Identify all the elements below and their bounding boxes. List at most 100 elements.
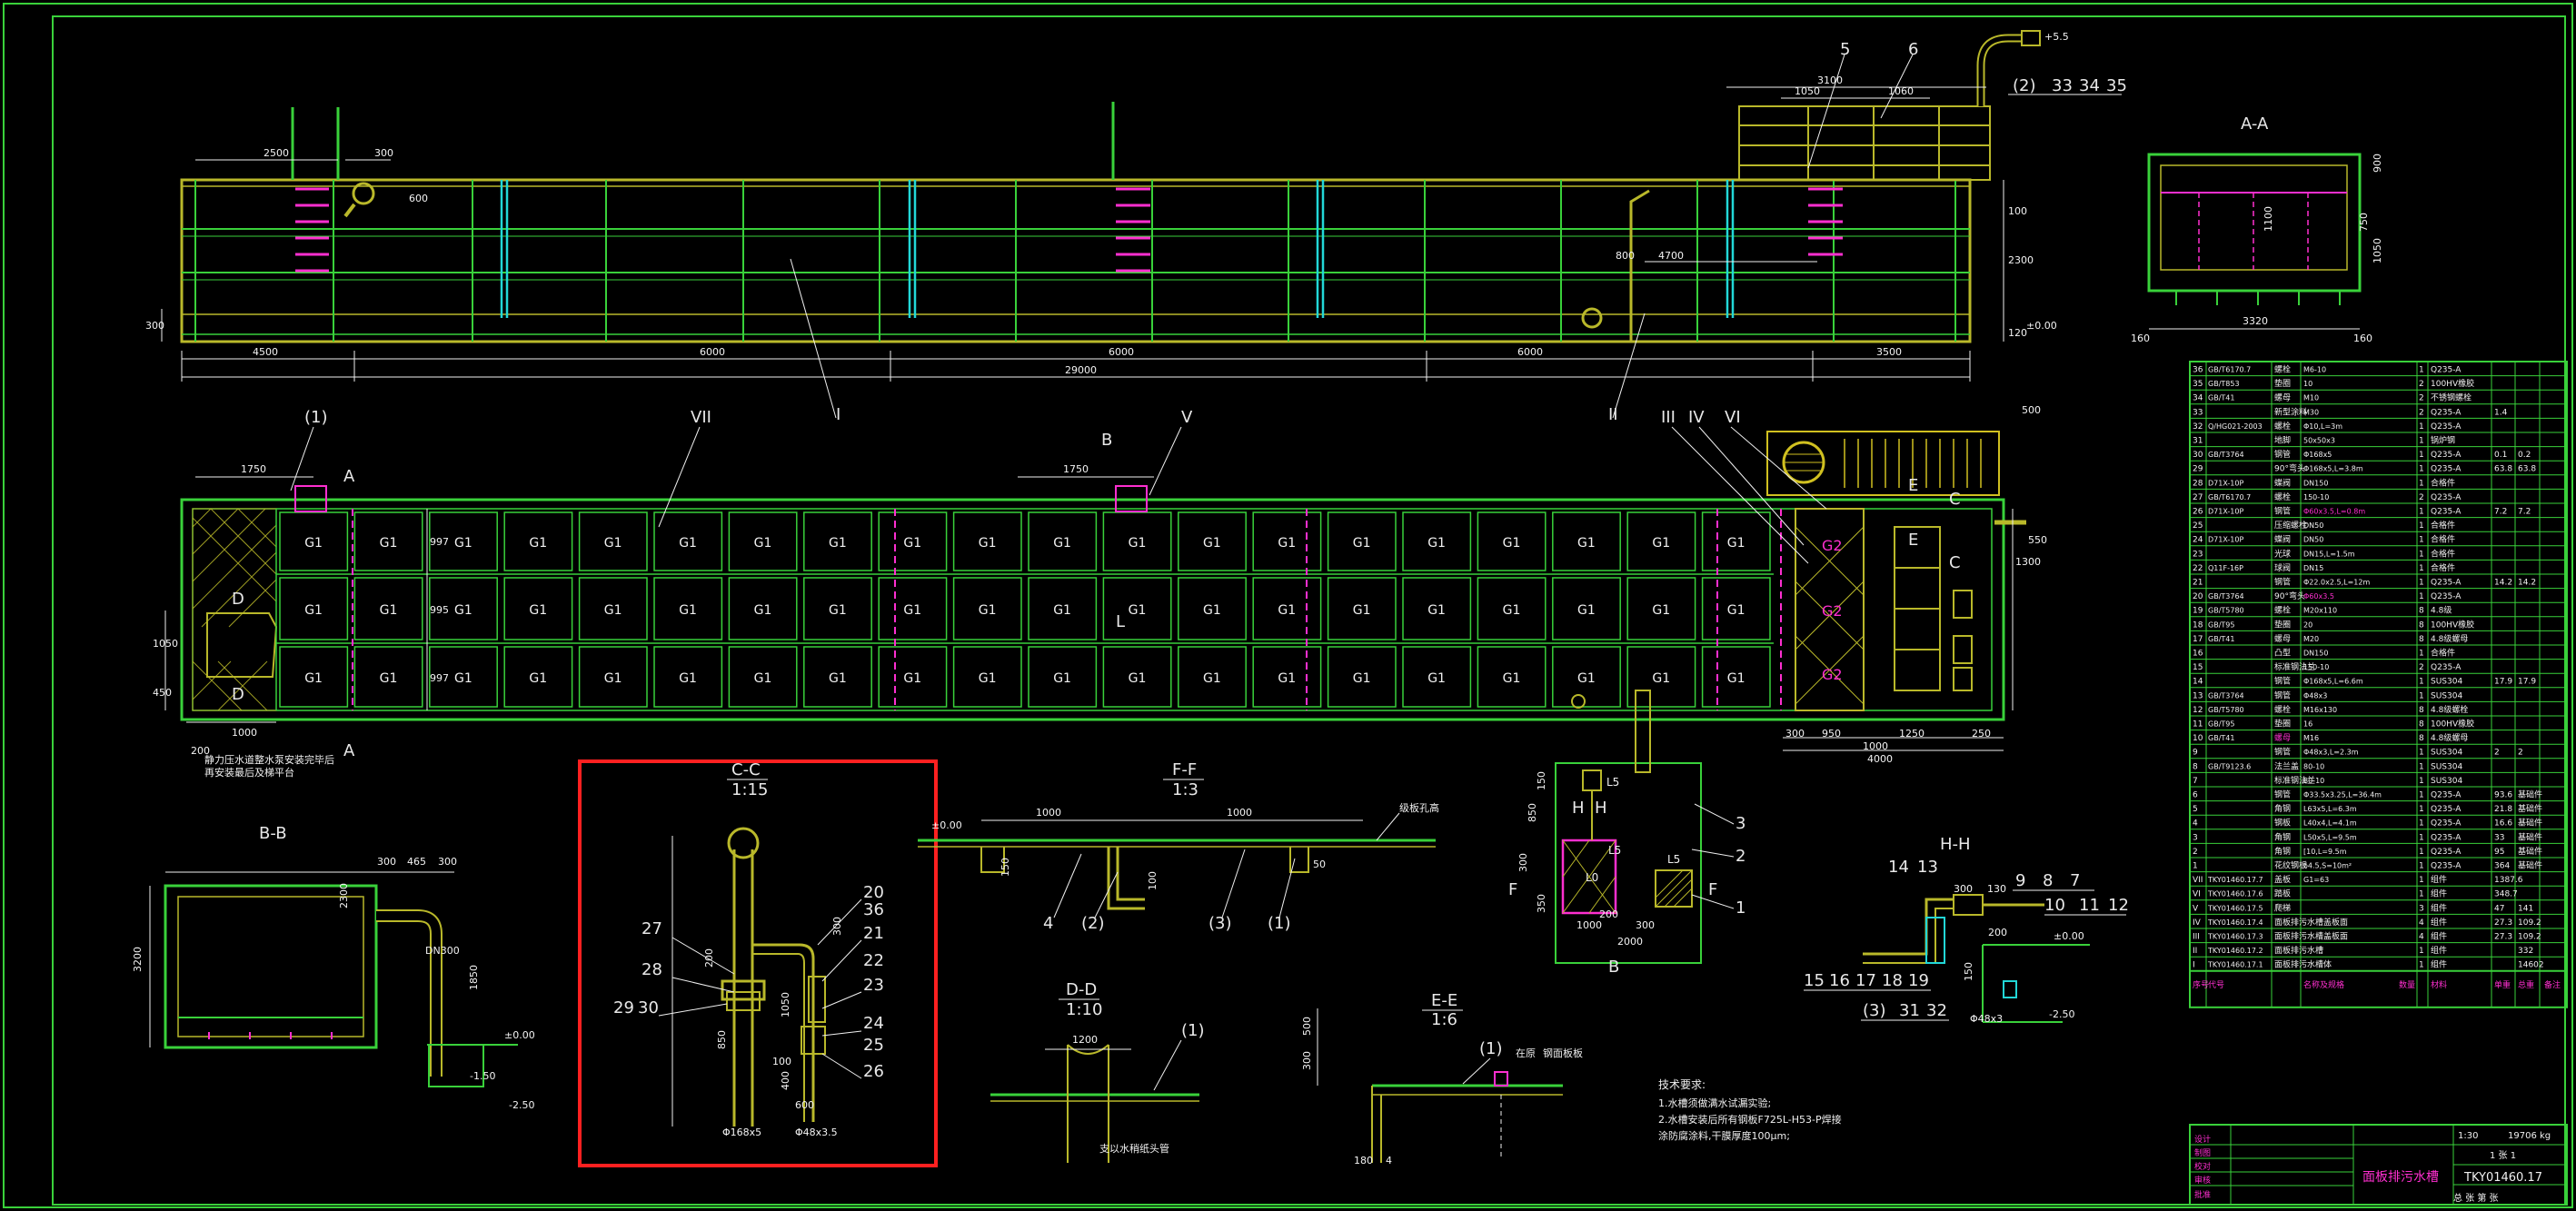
elevation-dim-bottom: 4500 — [253, 346, 278, 358]
g1-cell-label: G1 — [1503, 671, 1521, 686]
section-f-f-note: 级板孔高 — [1399, 801, 1439, 814]
bom-cell: 14 — [2193, 678, 2203, 687]
plan-callout: VII — [691, 408, 711, 427]
drawing-number: TKY01460.17 — [2463, 1171, 2542, 1185]
g1-cell-label: G1 — [829, 536, 847, 551]
section-detail-dim: 200 — [1599, 908, 1618, 920]
bom-cell: 15 — [2193, 663, 2203, 672]
bom-cell: 地脚 — [2274, 435, 2291, 446]
bom-cell: 蝶阀 — [2274, 477, 2291, 488]
elevation-dim-total: 29000 — [1065, 364, 1097, 376]
g1-cover-plate — [353, 646, 423, 708]
bom-cell: 2 — [2419, 380, 2424, 389]
g1-cover-plate — [1178, 577, 1247, 640]
bom-cell: VI — [2193, 890, 2201, 899]
section-b-b-dim: 300 — [438, 856, 457, 868]
bom-cell: 螺栓 — [2274, 605, 2291, 616]
bom-cell: TKY01460.17.4 — [2207, 918, 2263, 927]
bom-cell: M20 — [2303, 635, 2319, 643]
bom-cell: 4.8级螺母 — [2431, 732, 2468, 743]
plan-row-dim: 997 — [430, 672, 449, 684]
g1-cell-label: G1 — [304, 671, 323, 686]
bom-cell: Q235-A — [2431, 408, 2462, 417]
bom-cell: 合格件 — [2431, 477, 2455, 488]
g1-cover-plate — [1102, 577, 1172, 640]
section-f-f-callout: (3) — [1208, 914, 1232, 933]
section-h-h-callout: 10 — [2044, 896, 2065, 915]
g1-cover-plate — [578, 577, 648, 640]
section-h-h-level: -2.50 — [2049, 1008, 2074, 1020]
bom-cell: M10 — [2303, 394, 2319, 402]
bom-cell: 4.8级 — [2431, 605, 2452, 616]
g1-cover-plate — [728, 577, 798, 640]
bom-cell: 32 — [2193, 422, 2203, 432]
g1-cell-label: G1 — [1652, 603, 1670, 618]
bom-cell: 6 — [2193, 791, 2198, 800]
section-f-f-callout: (2) — [1081, 914, 1105, 933]
section-detail-cell-label: L5 — [1606, 776, 1619, 789]
bom-cell: 踏板 — [2274, 888, 2291, 899]
plan-magenta-dividers — [352, 509, 1782, 710]
bom-cell: 36 — [2193, 366, 2203, 375]
bom-cell: 7.2 — [2494, 508, 2507, 517]
bom-cell: GB/T853 — [2208, 380, 2240, 388]
section-detail-title: B — [1608, 958, 1619, 977]
bom-cell: 1 — [2419, 650, 2424, 659]
bom-cell: 1 — [2419, 947, 2424, 956]
section-d-d-scale: 1:10 — [1066, 1000, 1102, 1019]
section-h-h-callout: 19 — [1908, 971, 1929, 990]
g1-cell-label: G1 — [1129, 671, 1147, 686]
g1-cell-label: G1 — [829, 671, 847, 686]
bom-cell: 1 — [2419, 762, 2424, 771]
g1-cover-plate — [578, 646, 648, 708]
elevation-callout: 6 — [1908, 40, 1918, 59]
bom-cell: II — [2193, 947, 2197, 956]
g1-cell-label: G1 — [1129, 603, 1147, 618]
plan-g2-label: G2 — [1822, 666, 1843, 683]
bom-cell: DN50 — [2303, 521, 2323, 530]
bom-cell: Q235-A — [2431, 819, 2462, 829]
bom-cell: Φ22.0x2.5,L=12m — [2303, 579, 2370, 587]
g1-cell-label: G1 — [529, 671, 547, 686]
plan-dim: 4000 — [1867, 753, 1893, 765]
g1-cover-plate — [1327, 511, 1397, 571]
bom-cell: 螺栓 — [2274, 704, 2291, 715]
bom-cell: 34 — [2193, 394, 2203, 403]
section-detail-mark: H — [1572, 799, 1585, 818]
g1-cover-plate — [1701, 577, 1771, 640]
plan-cover-grid — [275, 509, 1774, 710]
elevation-dim-bottom: 3500 — [1876, 346, 1902, 358]
g1-cover-plate — [1626, 511, 1696, 571]
g1-cell-label: G1 — [1727, 536, 1746, 551]
bom-cell: 1 — [2419, 592, 2424, 601]
bom-cell: 钢管 — [2274, 449, 2291, 460]
bom-cell: 基础件 — [2518, 818, 2542, 829]
bom-cell: 18 — [2193, 620, 2203, 630]
bom-cell: D71X-10P — [2208, 536, 2243, 544]
bom-cell: 螺栓 — [2274, 491, 2291, 502]
bom-cell: 29 — [2193, 465, 2203, 474]
g1-cell-label: G1 — [1278, 603, 1296, 618]
g1-cover-plate — [503, 646, 573, 708]
g1-cover-plate — [1178, 511, 1247, 571]
bom-cell: 16 — [2193, 650, 2203, 659]
bom-cell: 27.3 — [2494, 918, 2512, 928]
section-detail-dim: 150 — [1536, 771, 1547, 790]
section-detail-mark: H — [1595, 799, 1607, 818]
plan-ladder-cage-a — [294, 485, 327, 512]
elevation-dim-top: 4700 — [1658, 250, 1684, 262]
g1-cover-plate — [279, 646, 349, 708]
g1-cover-plate — [1102, 646, 1172, 708]
bom-cell: DN15 — [2303, 564, 2323, 572]
bom-cell: 7 — [2193, 777, 2198, 786]
g1-cover-plate — [653, 646, 723, 708]
g1-cell-label: G1 — [1203, 536, 1221, 551]
bom-cell: 100HV橡胶 — [2431, 719, 2474, 730]
bom-cell: Q235-A — [2431, 465, 2462, 474]
title-role: 校对 — [2194, 1161, 2211, 1172]
section-h-h-callout: 7 — [2070, 871, 2080, 890]
g1-cover-plate — [1028, 577, 1098, 640]
bom-cell: L40x4,L=4.1m — [2303, 819, 2357, 828]
bom-cell: 1 — [2193, 862, 2198, 871]
g1-cover-plate — [503, 511, 573, 571]
